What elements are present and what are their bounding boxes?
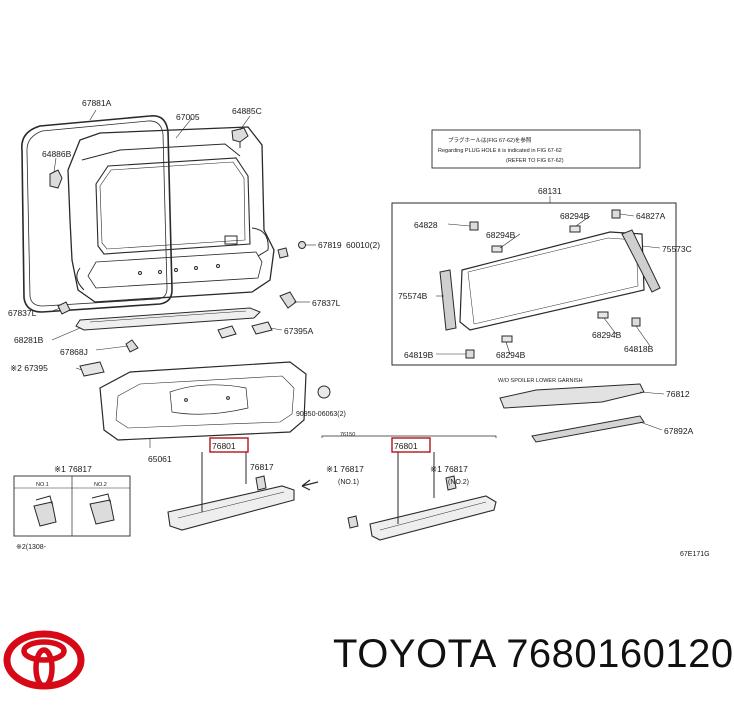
label-64818B: 64818B bbox=[624, 344, 654, 354]
weatherstrip-frame bbox=[21, 115, 173, 313]
strip-67892A bbox=[531, 415, 645, 443]
label-67868J: 67868J bbox=[60, 347, 88, 357]
hinge-clip-64885C bbox=[231, 127, 249, 148]
label-75574B: 75574B bbox=[398, 291, 428, 301]
label-no2-paren: (NO.2) bbox=[448, 479, 469, 486]
label-68294B-a: 68294B bbox=[486, 230, 516, 240]
label-67395A: 67395A bbox=[284, 326, 314, 336]
note-line-3: (REFER TO FIG 67-62) bbox=[506, 158, 564, 164]
label-67892A: 67892A bbox=[664, 426, 694, 436]
label-no1-paren: (NO.1) bbox=[338, 479, 359, 486]
brand-name: TOYOTA bbox=[333, 632, 495, 676]
label-67837L-right: 67837L bbox=[312, 298, 341, 308]
label-76812: 76812 bbox=[666, 389, 690, 399]
clip-67837L-upper bbox=[277, 247, 289, 259]
label-68131: 68131 bbox=[538, 186, 562, 196]
label-68281B: 68281B bbox=[14, 335, 44, 345]
glass-molding-75573C bbox=[621, 229, 661, 293]
label-64828: 64828 bbox=[414, 220, 438, 230]
bolt-67819 bbox=[298, 241, 306, 249]
back-window-glass bbox=[459, 231, 645, 331]
bumper-clip-64886B bbox=[49, 169, 63, 189]
note-line-2: Regarding PLUG HOLE it is indicated in F… bbox=[438, 148, 562, 154]
label-68294B-d: 68294B bbox=[496, 350, 526, 360]
label-64885C: 64885C bbox=[232, 106, 262, 116]
label-detail-no1: NO.1 bbox=[36, 482, 49, 488]
label-90950: 90950-06063(2) bbox=[296, 411, 346, 418]
plug-hole-note: プラグホールは(FIG 67-62)を参照 Regarding PLUG HOL… bbox=[438, 136, 564, 164]
label-76817-no2: ※1 76817 bbox=[430, 464, 468, 474]
arrow-icon bbox=[301, 479, 319, 491]
label-67881A: 67881A bbox=[82, 98, 112, 108]
label-67395: ※2 67395 bbox=[10, 363, 48, 373]
trim-67395 bbox=[79, 361, 105, 377]
part-labels: 67881A 67005 64885C 64886B 67819 60010(2… bbox=[8, 98, 710, 558]
garnish-76801-right bbox=[347, 452, 497, 541]
toyota-logo bbox=[3, 630, 85, 690]
label-64819B: 64819B bbox=[404, 350, 434, 360]
lower-panel-65061 bbox=[99, 361, 307, 441]
glass-spacers bbox=[465, 209, 641, 359]
label-76817-detail: ※1 76817 bbox=[54, 464, 92, 474]
label-68294B-c: 68294B bbox=[592, 330, 622, 340]
label-65061: 65061 bbox=[148, 454, 172, 464]
label-76801-right: 76801 bbox=[394, 441, 418, 451]
moulding-68281B bbox=[75, 307, 261, 353]
highlight-76801-left bbox=[209, 437, 249, 453]
clip-67837L-left bbox=[57, 301, 71, 315]
label-detail-no2: NO.2 bbox=[94, 482, 107, 488]
clip-67837L-lower bbox=[279, 291, 297, 309]
label-76150: 76150 bbox=[340, 432, 355, 438]
label-67837L-left: 67837L bbox=[8, 308, 37, 318]
label-60010: 60010(2) bbox=[346, 240, 380, 250]
part-number: 7680160120 bbox=[506, 632, 734, 676]
note-line-1: プラグホールは(FIG 67-62)を参照 bbox=[448, 136, 532, 144]
garnish-76801-left bbox=[167, 452, 295, 531]
label-1308: ※2(1308- bbox=[16, 544, 47, 551]
label-68294B-b: 68294B bbox=[560, 211, 590, 221]
parts-diagram: 67881A 67005 64885C 64886B 67819 60010(2… bbox=[3, 98, 710, 690]
label-64886B: 64886B bbox=[42, 149, 72, 159]
label-75573C: 75573C bbox=[662, 244, 692, 254]
lower-garnish-76812 bbox=[499, 383, 645, 409]
label-67005: 67005 bbox=[176, 112, 200, 122]
label-figure-code: 67E171G bbox=[680, 551, 710, 558]
brand-caption: TOYOTA 7680160120 bbox=[333, 632, 734, 677]
parts-diagram-page: 67881A 67005 64885C 64886B 67819 60010(2… bbox=[3, 98, 733, 690]
glass-molding-75574B bbox=[439, 269, 457, 331]
bolt-90950 bbox=[317, 385, 331, 399]
variant-bracket bbox=[321, 435, 497, 438]
back-door-panel bbox=[67, 126, 275, 303]
label-76817-left: 76817 bbox=[250, 462, 274, 472]
label-76817-no1: ※1 76817 bbox=[326, 464, 364, 474]
glass-group-box bbox=[391, 202, 677, 366]
note-box bbox=[431, 129, 641, 169]
leader-lines bbox=[49, 109, 665, 448]
clip-detail-box bbox=[13, 475, 131, 537]
trim-67395A bbox=[217, 321, 273, 339]
label-76801-left: 76801 bbox=[212, 441, 236, 451]
label-67819: 67819 bbox=[318, 240, 342, 250]
label-wo-garnish: W/O SPOILER LOWER GARNISH bbox=[498, 378, 583, 384]
highlight-76801-right bbox=[391, 437, 431, 453]
label-64827A: 64827A bbox=[636, 211, 666, 221]
